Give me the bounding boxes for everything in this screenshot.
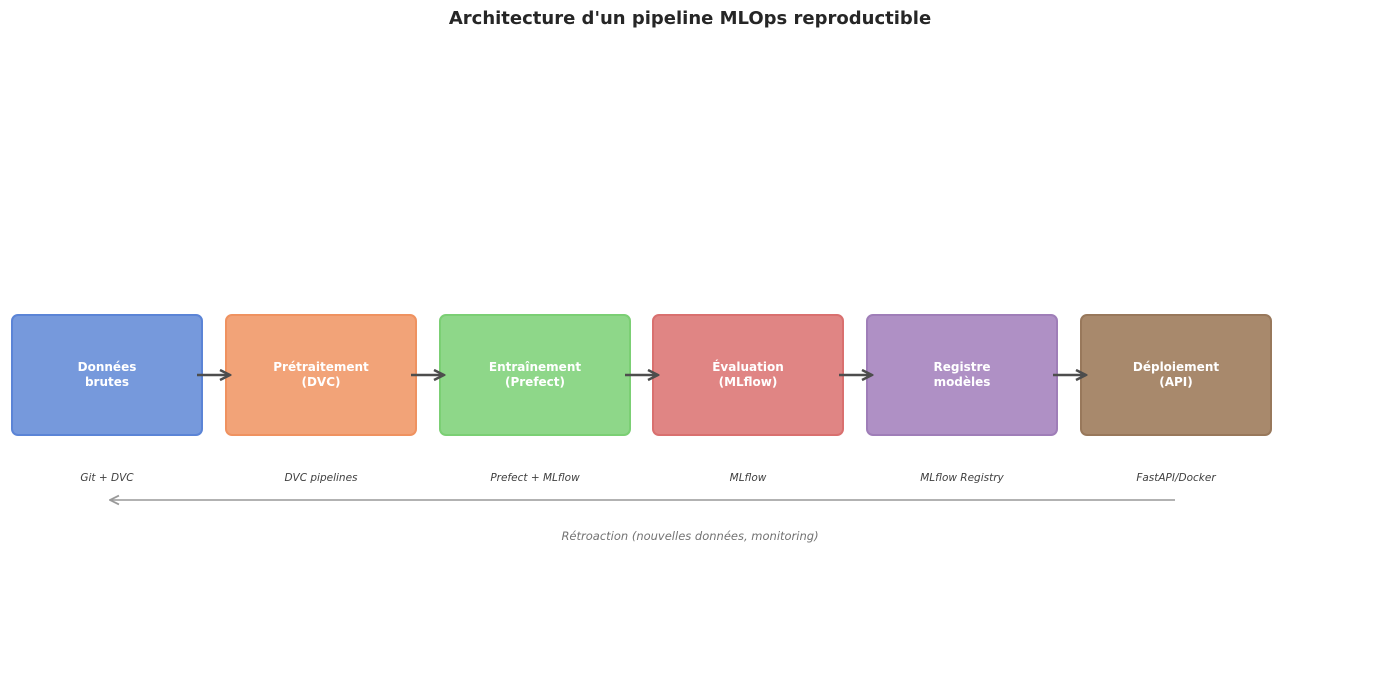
tool-label-preprocessing: DVC pipelines	[284, 472, 358, 484]
stage-box-deployment: Déploiement (API)	[1080, 314, 1272, 436]
stage-label-deployment: Déploiement (API)	[1132, 360, 1220, 389]
feedback-label: Rétroaction (nouvelles données, monitori…	[561, 529, 819, 543]
stage-box-model-registry: Registre modèles	[866, 314, 1058, 436]
tool-label-raw-data: Git + DVC	[80, 472, 134, 484]
tool-label-deployment: FastAPI/Docker	[1136, 472, 1216, 484]
stage-label-preprocessing: Prétraitement (DVC)	[273, 360, 369, 389]
stage-label-training: Entraînement (Prefect)	[488, 360, 582, 389]
tool-label-model-registry: MLflow Registry	[920, 472, 1004, 484]
diagram-title: Architecture d'un pipeline MLOps reprodu…	[448, 8, 932, 29]
stage-label-raw-data: Données brutes	[77, 360, 137, 389]
tool-label-training: Prefect + MLflow	[490, 472, 580, 484]
tool-label-evaluation: MLflow	[729, 472, 767, 484]
stage-box-training: Entraînement (Prefect)	[439, 314, 631, 436]
stage-label-evaluation: Évaluation (MLflow)	[712, 360, 784, 389]
stage-label-model-registry: Registre modèles	[933, 360, 991, 389]
